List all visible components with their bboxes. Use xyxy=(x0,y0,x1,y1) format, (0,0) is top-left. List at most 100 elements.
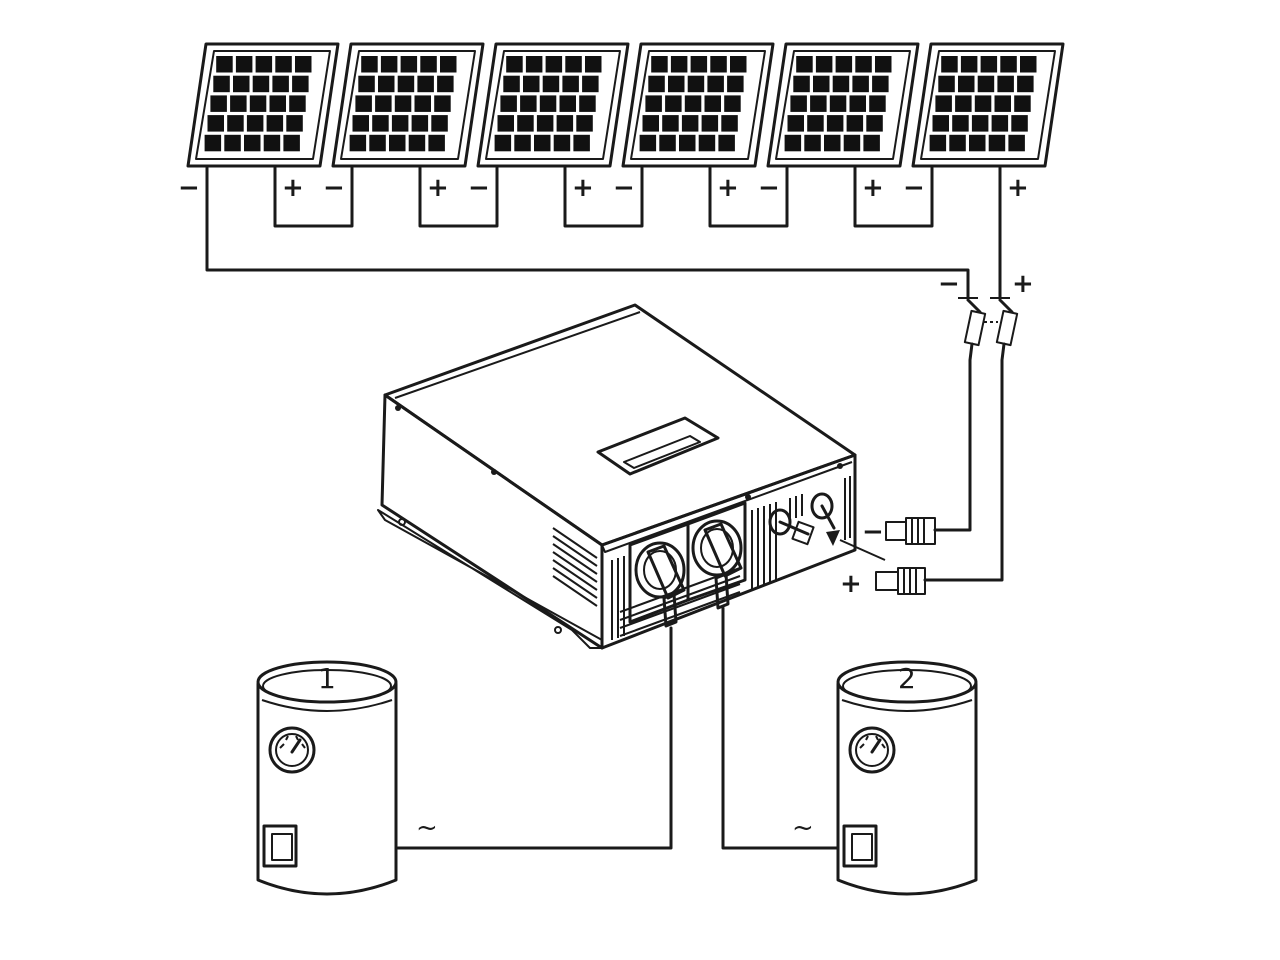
solar-cell xyxy=(843,134,861,152)
solar-cell xyxy=(932,115,949,132)
solar-cell xyxy=(1011,115,1028,132)
solar-cell xyxy=(556,115,574,132)
solar-cell xyxy=(929,134,947,152)
solar-cell xyxy=(687,75,705,93)
solar-cell xyxy=(980,56,998,73)
solar-cell xyxy=(411,115,429,132)
solar-cell xyxy=(681,115,699,132)
dc-fuse: − + xyxy=(923,269,1034,582)
solar-cell xyxy=(938,75,955,93)
solar-cell xyxy=(431,115,448,132)
solar-cell xyxy=(361,56,378,73)
solar-cell xyxy=(784,134,802,152)
heater-switch-icon xyxy=(842,824,878,868)
solar-cell xyxy=(255,56,273,73)
solar-cell xyxy=(997,75,1014,93)
solar-cell xyxy=(648,75,665,93)
solar-cell xyxy=(295,56,312,73)
solar-cell xyxy=(659,134,676,152)
solar-cell xyxy=(875,56,892,73)
solar-cell xyxy=(701,115,719,132)
solar-cell xyxy=(826,115,844,132)
solar-cell xyxy=(665,95,682,112)
solar-cell xyxy=(227,115,244,132)
panel-6-minus-label: − xyxy=(903,173,925,203)
solar-cell xyxy=(534,134,551,152)
panel-5-plus-label: + xyxy=(862,173,884,203)
solar-cell xyxy=(670,56,688,73)
heater-2-number: 2 xyxy=(898,662,916,695)
solar-cell xyxy=(952,115,969,132)
panel-4-plus-label: + xyxy=(717,173,739,203)
solar-cell xyxy=(369,134,386,152)
solar-cell xyxy=(793,75,810,93)
fuse-minus-label: − xyxy=(938,269,960,299)
solar-cell xyxy=(787,115,804,132)
series-wiring xyxy=(273,166,934,228)
solar-cell xyxy=(400,56,418,73)
rotary-switch-2[interactable] xyxy=(691,519,743,610)
solar-cell xyxy=(539,95,557,112)
solar-cell xyxy=(224,134,241,152)
solar-cell xyxy=(955,95,972,112)
solar-cell xyxy=(645,95,662,112)
solar-cell xyxy=(210,95,227,112)
solar-cell xyxy=(289,95,306,112)
solar-cell xyxy=(639,134,657,152)
solar-cell xyxy=(542,75,560,93)
solar-cell xyxy=(408,134,426,152)
solar-cell xyxy=(523,75,540,93)
solar-cell xyxy=(707,75,724,93)
solar-cell xyxy=(275,56,292,73)
solar-cell xyxy=(698,134,716,152)
rotary-switch-1[interactable] xyxy=(634,541,686,628)
solar-cell xyxy=(727,75,744,93)
solar-cell xyxy=(216,56,233,73)
fuse-plus-label: + xyxy=(1012,269,1034,299)
solar-cell xyxy=(500,95,517,112)
solar-panel-3 xyxy=(476,42,630,168)
solar-cell xyxy=(266,115,284,132)
solar-panel-5 xyxy=(766,42,920,168)
front-vents xyxy=(611,476,851,640)
solar-cell xyxy=(863,134,880,152)
solar-cell xyxy=(974,95,992,112)
solar-panel-1 xyxy=(186,42,340,168)
solar-cell xyxy=(941,56,958,73)
water-heater-2: 2 xyxy=(836,660,978,896)
solar-cell xyxy=(244,134,261,152)
solar-cell xyxy=(824,134,841,152)
thermometer-icon xyxy=(268,726,316,774)
solar-cell xyxy=(559,95,576,112)
heater-1-ac-label: ~ xyxy=(416,813,438,843)
solar-cell xyxy=(949,134,966,152)
solar-cell xyxy=(565,56,582,73)
side-vents xyxy=(552,527,598,607)
solar-cell xyxy=(503,75,520,93)
solar-cell xyxy=(684,95,702,112)
panel-2-minus-label: − xyxy=(323,173,345,203)
panel-terminal-labels: −+−+−+−+−+−+ xyxy=(178,173,1029,203)
solar-cell xyxy=(704,95,721,112)
main-dc-wiring xyxy=(205,166,1010,300)
solar-cell xyxy=(642,115,659,132)
panel-3-plus-label: + xyxy=(572,173,594,203)
connector-minus-label: − xyxy=(862,517,884,547)
panel-5-minus-label: − xyxy=(758,173,780,203)
solar-cell xyxy=(651,56,668,73)
solar-cell xyxy=(872,75,889,93)
solar-cell xyxy=(690,56,708,73)
solar-cell xyxy=(394,95,412,112)
solar-cell xyxy=(804,134,821,152)
solar-cell xyxy=(1000,56,1017,73)
solar-cell xyxy=(724,95,741,112)
solar-cell xyxy=(506,56,523,73)
solar-cell xyxy=(679,134,696,152)
solar-cell xyxy=(829,95,847,112)
solar-cell xyxy=(352,115,369,132)
solar-cell xyxy=(718,134,735,152)
solar-cell xyxy=(428,134,445,152)
solar-cell xyxy=(545,56,563,73)
solar-cell xyxy=(378,75,395,93)
solar-cell xyxy=(372,115,389,132)
